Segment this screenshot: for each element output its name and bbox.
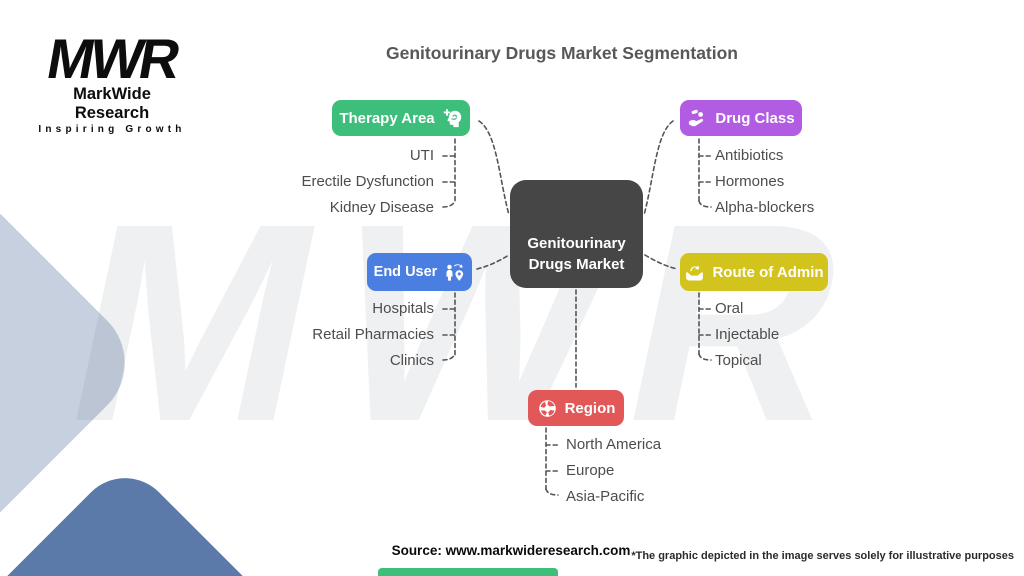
hand-pills-icon [689, 109, 704, 126]
badge-region: Region [528, 390, 624, 426]
logo-tagline: Inspiring Growth [38, 124, 186, 136]
therapy-head-plus-icon [443, 108, 461, 127]
item-europe: Europe [566, 462, 615, 479]
connector-drugclass-to-center [643, 120, 674, 216]
connector-enduser-to-center [476, 254, 510, 270]
badge-drug-class-label: Drug Class [715, 109, 795, 127]
connector-therapy-to-center [478, 120, 510, 216]
tick-clinics [442, 353, 456, 361]
bottom-green-strip [378, 568, 558, 576]
badge-end-user-label: End User [373, 264, 438, 280]
badge-therapy-area: Therapy Area [332, 100, 470, 136]
badge-therapy-area-label: Therapy Area [339, 109, 435, 127]
logo-company-name: MarkWide Research [73, 85, 151, 123]
tick-asia-pacific [545, 488, 559, 496]
item-north-america: North America [566, 436, 662, 453]
person-location-icon [446, 263, 464, 281]
badge-route-of-admin-label: Route of Admin [712, 263, 824, 281]
item-erectile-dysfunction: Erectile Dysfunction [301, 173, 434, 190]
item-hospitals: Hospitals [372, 300, 434, 317]
tray-cycle-arrow-icon [686, 264, 704, 281]
source-text: Source: www.markwideresearch.com [391, 543, 631, 558]
tick-alpha-blockers [698, 200, 712, 208]
item-kidney-disease: Kidney Disease [329, 199, 434, 216]
item-asia-pacific: Asia-Pacific [566, 488, 645, 505]
badge-drug-class: Drug Class [680, 100, 802, 136]
markwide-logo: MWR MarkWide Research Inspiring Growth [34, 27, 190, 136]
tick-kidney-disease [442, 200, 456, 208]
badge-route-of-admin: Route of Admin [680, 253, 828, 291]
center-node-line1: Genitourinary [527, 235, 626, 252]
item-antibiotics: Antibiotics [715, 147, 784, 164]
item-hormones: Hormones [715, 173, 785, 190]
item-oral: Oral [715, 300, 744, 317]
tick-topical [698, 353, 712, 361]
connector-route-to-center [644, 254, 678, 270]
badge-end-user: End User [367, 253, 472, 291]
item-topical: Topical [715, 352, 762, 369]
badge-region-label: Region [564, 399, 616, 417]
page-title: Genitourinary Drugs Market Segmentation [385, 43, 738, 63]
item-uti: UTI [409, 147, 434, 164]
item-injectable: Injectable [715, 326, 780, 343]
item-clinics: Clinics [389, 352, 434, 369]
disclaimer-text: *The graphic depicted in the image serve… [631, 550, 1014, 562]
item-retail-pharmacies: Retail Pharmacies [312, 326, 434, 343]
item-alpha-blockers: Alpha-blockers [715, 199, 815, 216]
center-node-genitourinary-drugs-market: Genitourinary Drugs Market [510, 180, 643, 288]
center-node-line2: Drugs Market [528, 256, 625, 273]
globe-icon [538, 399, 556, 417]
